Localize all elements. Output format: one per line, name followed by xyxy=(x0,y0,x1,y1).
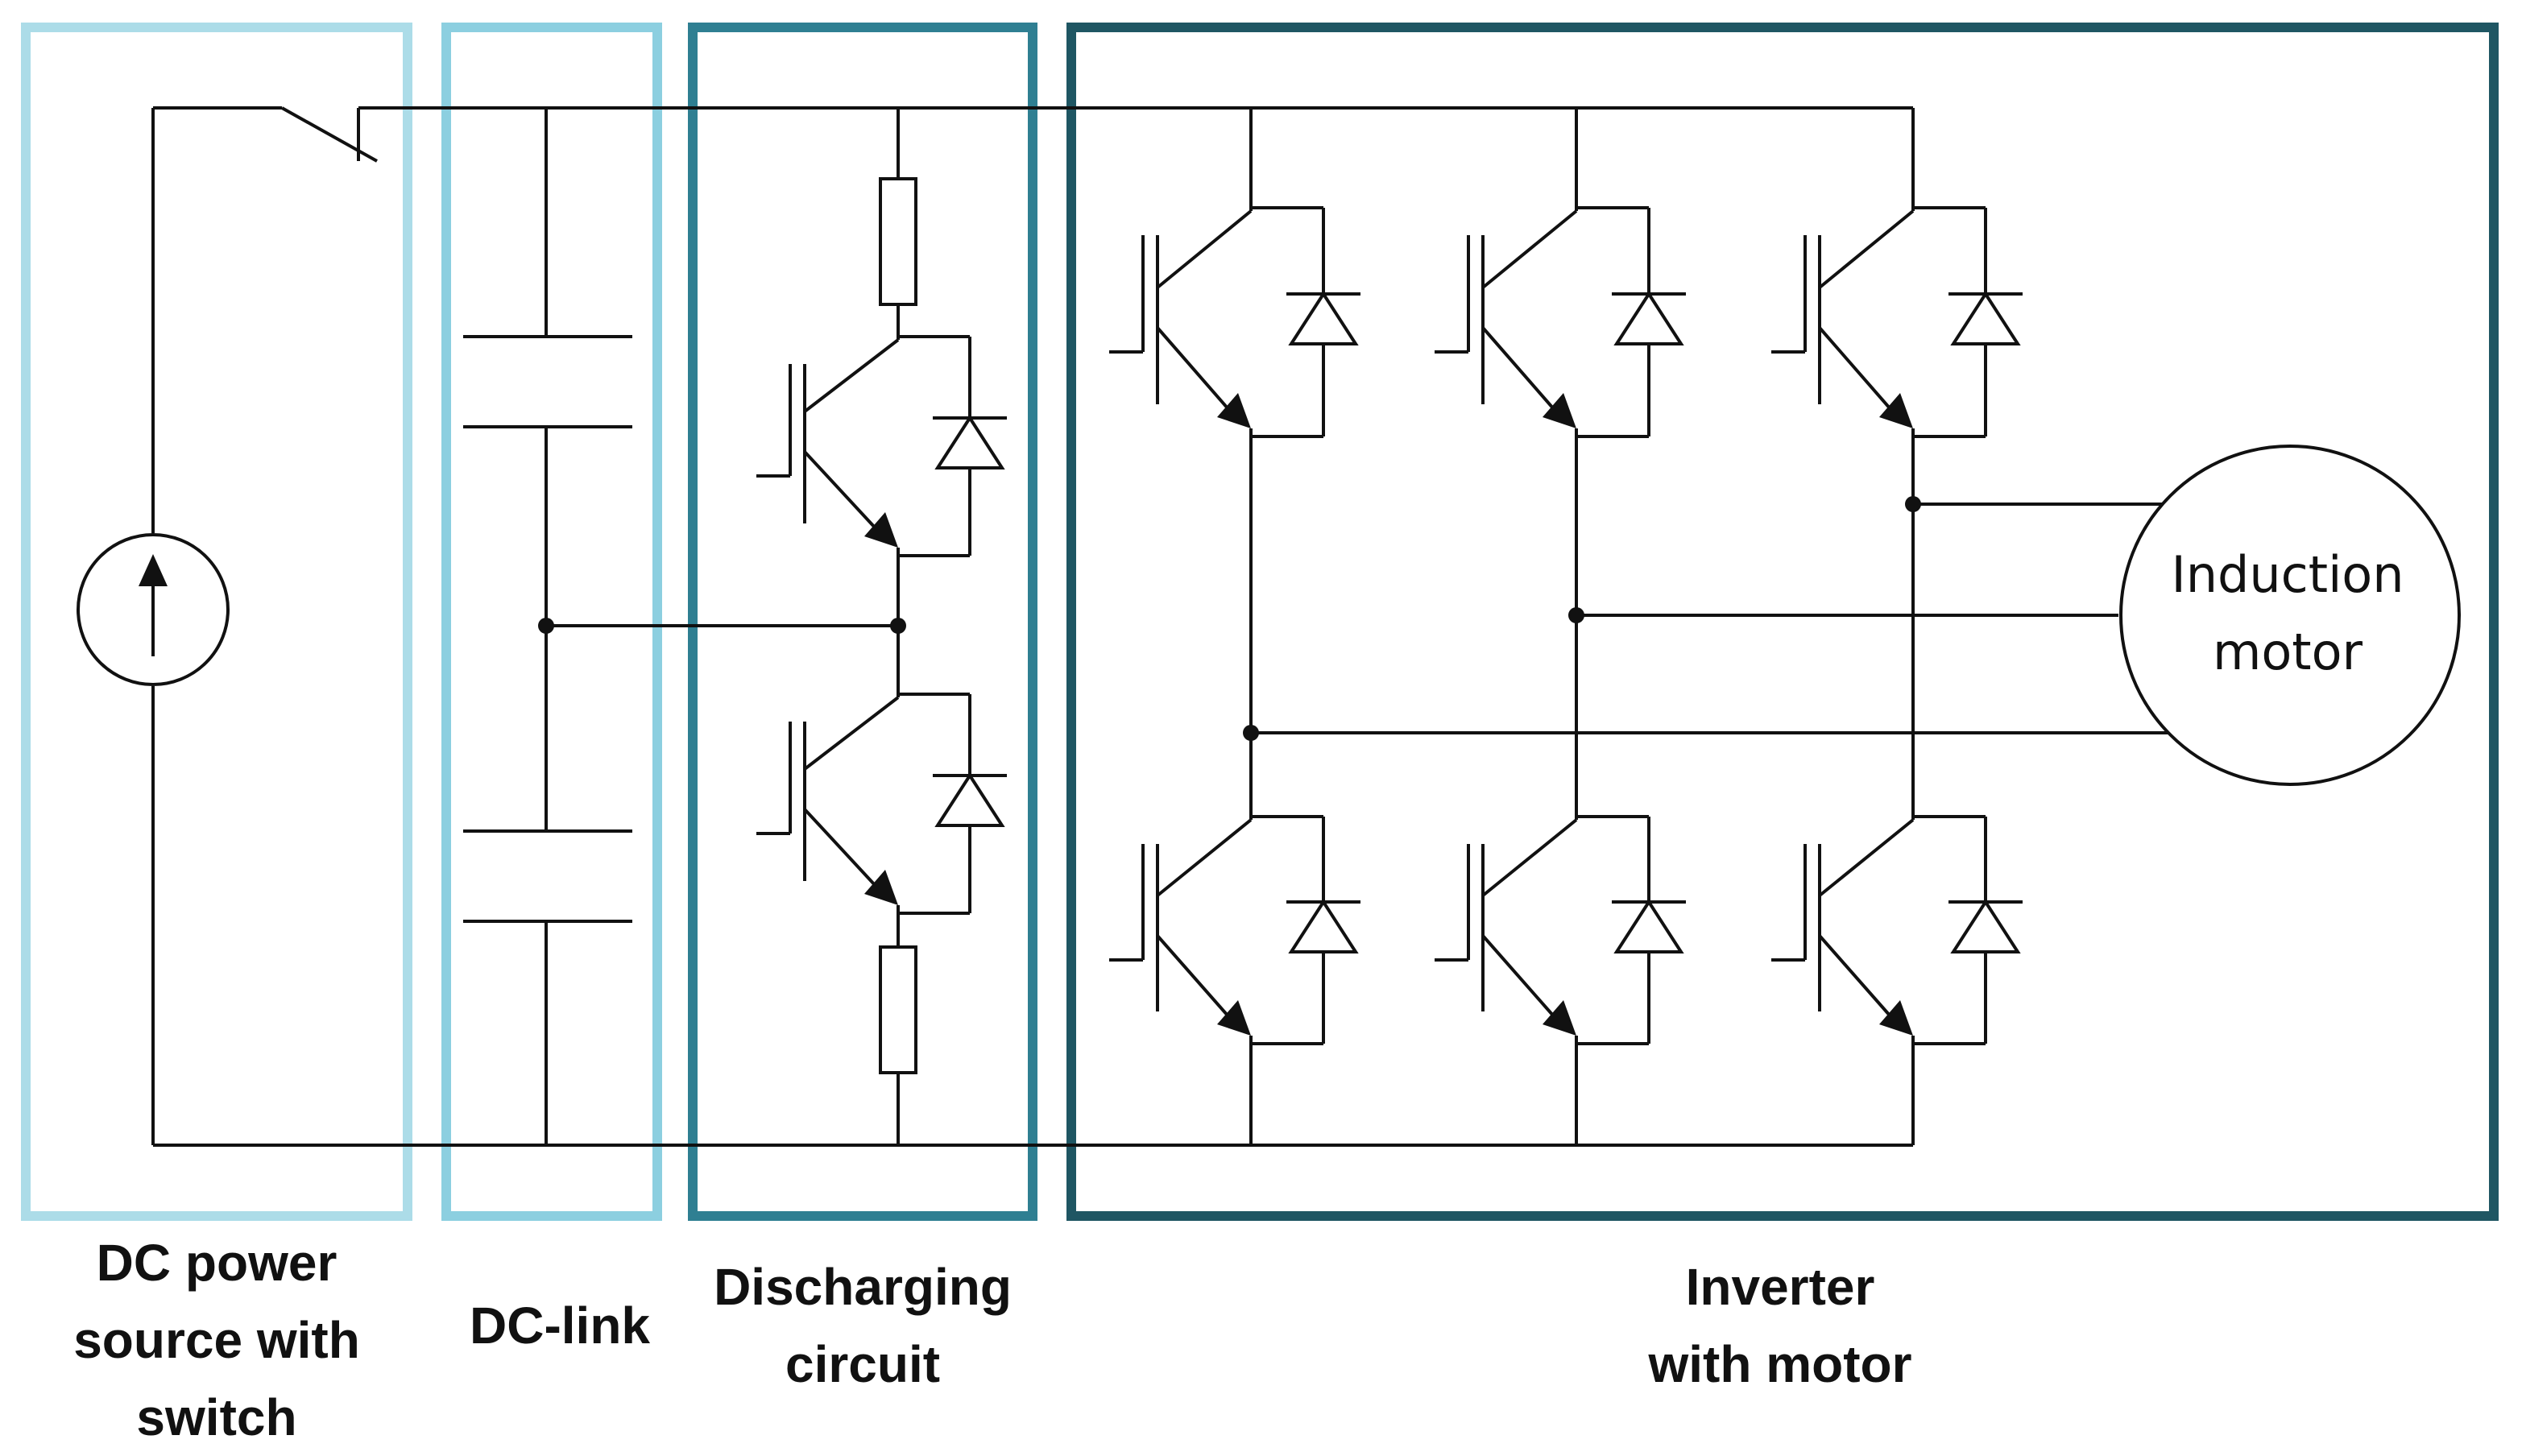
diode-icon xyxy=(1913,815,2023,1045)
capacitor-icon xyxy=(463,335,632,428)
igbt-icon xyxy=(1109,206,1360,438)
collector-lead xyxy=(1818,818,1915,897)
junction-dot-icon xyxy=(1243,725,1259,741)
collector-lead xyxy=(1481,818,1578,897)
diode-icon xyxy=(898,335,1007,557)
junction-dot-icon xyxy=(890,618,906,634)
junction-dot-icon xyxy=(1905,496,1921,512)
induction-motor-icon xyxy=(2119,445,2461,786)
inverter-box xyxy=(1066,23,2499,1221)
emitter-lead xyxy=(803,450,877,530)
junction-dot-icon xyxy=(1568,607,1584,623)
collector-lead xyxy=(1818,209,1915,289)
inverter-label: Inverter with motor xyxy=(1648,1258,1912,1393)
discharging-box xyxy=(688,23,1037,1221)
diode-icon xyxy=(1251,815,1360,1045)
junction-dot-icon xyxy=(538,618,554,634)
igbt-icon xyxy=(1435,815,1686,1045)
emitter-lead xyxy=(1481,934,1555,1018)
capacitor-icon xyxy=(463,829,632,923)
igbt-icon xyxy=(756,693,1007,915)
diode-icon xyxy=(1576,815,1686,1045)
igbt-icon xyxy=(1109,815,1360,1045)
dc-link-label: DC-link xyxy=(470,1297,650,1355)
dc-source-label: DC power source with switch xyxy=(73,1234,360,1446)
diode-icon xyxy=(1913,206,2023,438)
emitter-lead xyxy=(1156,934,1230,1018)
dc-current-source-icon xyxy=(77,533,230,686)
dc-source-box xyxy=(21,23,412,1221)
diode-icon xyxy=(898,693,1007,915)
collector-lead xyxy=(1481,209,1578,289)
emitter-lead xyxy=(1818,326,1892,411)
discharging-label: Discharging circuit xyxy=(714,1258,1012,1393)
resistor-icon xyxy=(879,945,917,1074)
dc-link-box xyxy=(441,23,662,1221)
collector-lead xyxy=(1156,818,1253,897)
switch-icon xyxy=(281,106,378,163)
collector-lead xyxy=(803,338,900,413)
diode-icon xyxy=(1251,206,1360,438)
motor-label: Induction motor xyxy=(2171,545,2404,681)
components xyxy=(77,106,2461,1074)
emitter-lead xyxy=(1818,934,1892,1018)
igbt-icon xyxy=(756,335,1007,557)
wiring xyxy=(151,106,2175,1147)
igbt-icon xyxy=(1771,206,2023,438)
emitter-lead xyxy=(1156,326,1230,411)
diode-icon xyxy=(1576,206,1686,438)
collector-lead xyxy=(1156,209,1253,289)
resistor-icon xyxy=(879,177,917,306)
emitter-lead xyxy=(803,808,877,887)
emitter-lead xyxy=(1481,326,1555,411)
igbt-icon xyxy=(1771,815,2023,1045)
switch-blade xyxy=(281,106,378,163)
igbt-icon xyxy=(1435,206,1686,438)
collector-lead xyxy=(803,696,900,771)
